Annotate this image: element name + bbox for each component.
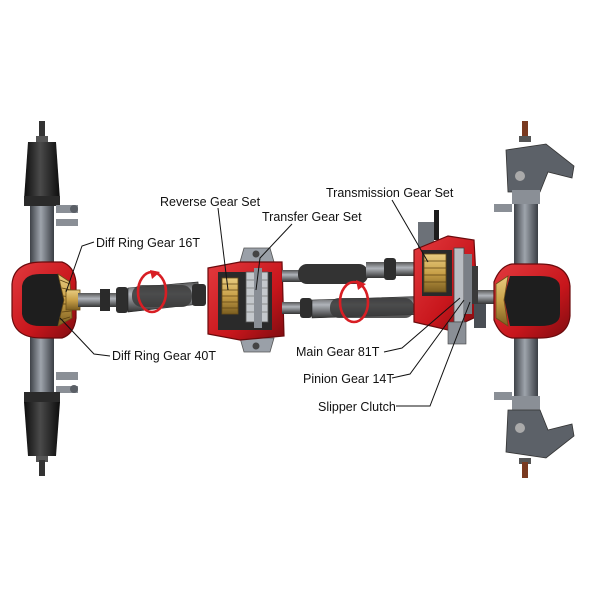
rotation-arrow-rear — [338, 280, 370, 324]
label-pinion-gear-14t: Pinion Gear 14T — [303, 372, 395, 386]
leader-pinion-gear-14t — [391, 299, 465, 379]
label-diff-ring-gear-16t: Diff Ring Gear 16T — [96, 236, 200, 250]
leader-diff-ring-gear-40t — [59, 317, 111, 357]
transmission — [413, 210, 500, 345]
transfer-case — [207, 247, 285, 353]
left-axle — [11, 121, 81, 476]
leader-transfer-gear-set — [255, 223, 293, 291]
label-transmission-gear-set: Transmission Gear Set — [326, 186, 454, 200]
leader-main-gear-81t — [383, 297, 461, 353]
leader-reverse-gear-set — [217, 207, 229, 291]
leader-diff-ring-gear-16t — [65, 241, 95, 293]
leader-slipper-clutch — [396, 301, 471, 407]
rotation-arrow-front — [136, 270, 168, 314]
front-driveshaft — [78, 281, 206, 313]
label-transfer-gear-set: Transfer Gear Set — [262, 210, 362, 224]
lower-shaft — [282, 295, 433, 319]
label-diff-ring-gear-40t: Diff Ring Gear 40T — [112, 349, 216, 363]
label-slipper-clutch: Slipper Clutch — [318, 400, 396, 414]
label-main-gear-81t: Main Gear 81T — [296, 345, 380, 359]
right-axle — [493, 121, 575, 478]
leader-lines — [59, 199, 471, 407]
leader-transmission-gear-set — [391, 199, 429, 263]
upper-shaft — [282, 258, 418, 284]
label-reverse-gear-set: Reverse Gear Set — [160, 195, 261, 209]
